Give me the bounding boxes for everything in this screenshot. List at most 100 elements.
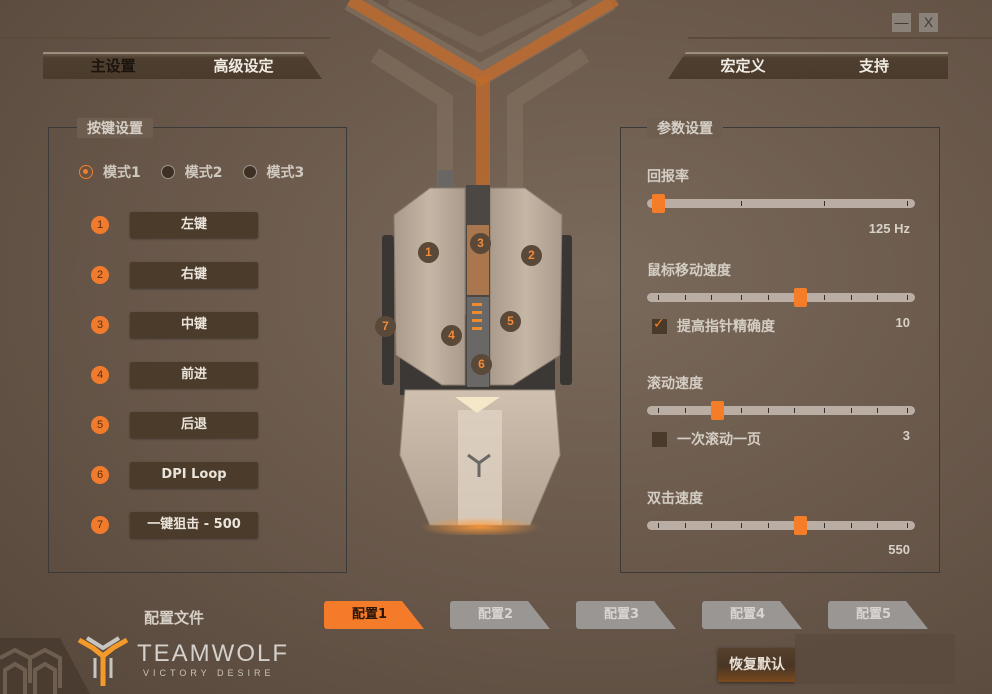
profile-2-tab[interactable]: 配置2 <box>450 601 550 629</box>
mode-3-radio[interactable]: 模式3 <box>242 162 305 182</box>
slider-tick <box>850 408 852 413</box>
key-6-assign-button[interactable]: DPI Loop <box>130 462 258 488</box>
nav-rail-left <box>0 37 330 39</box>
number-badge: 3 <box>91 316 109 334</box>
key-3-assign-button[interactable]: 中键 <box>130 312 258 338</box>
slider-tick <box>823 295 825 300</box>
minimize-button[interactable]: — <box>892 13 911 32</box>
mode-label: 模式2 <box>184 165 223 181</box>
corner-pattern-icon <box>0 638 90 694</box>
profile-3-tab[interactable]: 配置3 <box>576 601 676 629</box>
radio-unchecked-icon <box>242 165 257 179</box>
slider-thumb[interactable] <box>651 194 665 213</box>
checkbox-unchecked-icon <box>652 431 667 447</box>
mode-2-radio[interactable]: 模式2 <box>160 162 223 182</box>
key-row-3: 3 中键 <box>91 312 258 338</box>
radio-checked-icon <box>79 165 93 179</box>
mouse-button-4-marker[interactable]: 4 <box>441 325 462 346</box>
slider-tick <box>823 523 825 528</box>
mouse-button-7-marker[interactable]: 7 <box>375 316 396 337</box>
slider-thumb[interactable] <box>793 516 807 535</box>
slider-tick <box>657 408 659 413</box>
slider-tick <box>740 201 742 206</box>
double-click-slider[interactable] <box>647 516 915 535</box>
slider-tick <box>906 201 908 206</box>
pointer-speed-slider[interactable] <box>647 288 915 307</box>
scroll-speed-label: 滚动速度 <box>647 376 703 392</box>
report-rate-value: 125 Hz <box>868 221 910 236</box>
report-rate-slider[interactable] <box>647 194 915 213</box>
key-settings-panel: 按键设置 模式1 模式2 模式3 1 左键 2 右键 3 中键 <box>48 118 347 573</box>
key-row-7: 7 一键狙击 - 500 <box>91 512 258 538</box>
tab-main-settings[interactable]: 主设置 <box>43 52 183 79</box>
slider-tick <box>684 295 686 300</box>
slider-tick <box>906 523 908 528</box>
nav-rail-right <box>688 37 992 39</box>
mouse-illustration-icon <box>382 170 572 537</box>
slider-tick <box>877 408 879 413</box>
restore-default-button[interactable]: 恢复默认 <box>718 648 796 682</box>
mode-radio-group: 模式1 模式2 模式3 <box>79 162 304 182</box>
slider-tick <box>767 295 769 300</box>
slider-tick <box>823 201 825 206</box>
obscured-region <box>795 634 955 684</box>
number-badge: 6 <box>91 466 109 484</box>
scroll-page-checkbox[interactable]: 一次滚动一页 <box>652 429 761 449</box>
enhance-precision-checkbox[interactable]: 提高指针精确度 <box>652 316 775 336</box>
tab-support[interactable]: 支持 <box>800 52 948 79</box>
slider-tick <box>850 523 852 528</box>
brand-tagline: VICTORY DESIRE <box>143 668 275 678</box>
slider-thumb[interactable] <box>710 401 724 420</box>
slider-tick <box>767 523 769 528</box>
slider-thumb[interactable] <box>793 288 807 307</box>
slider-tick <box>684 408 686 413</box>
parameter-settings-panel: 参数设置 回报率 125 Hz 鼠标移动速度 提高指针精确度 10 滚动速度 一… <box>620 118 940 573</box>
scroll-page-label: 一次滚动一页 <box>677 432 761 448</box>
mouse-button-3-marker[interactable]: 3 <box>470 233 491 254</box>
slider-tick <box>740 523 742 528</box>
double-click-label: 双击速度 <box>647 491 703 507</box>
tab-advanced-settings[interactable]: 高级设定 <box>165 52 322 79</box>
profile-1-tab[interactable]: 配置1 <box>324 601 424 629</box>
key-row-2: 2 右键 <box>91 262 258 288</box>
brand-name: TEAMWOLF <box>137 640 289 667</box>
slider-tick <box>711 523 713 528</box>
key-1-assign-button[interactable]: 左键 <box>130 212 258 238</box>
slider-tick <box>823 408 825 413</box>
mouse-button-2-marker[interactable]: 2 <box>521 245 542 266</box>
mouse-button-5-marker[interactable]: 5 <box>500 311 521 332</box>
slider-tick <box>740 408 742 413</box>
key-row-6: 6 DPI Loop <box>91 462 258 488</box>
scroll-speed-slider[interactable] <box>647 401 915 420</box>
close-button[interactable]: X <box>919 13 938 32</box>
slider-tick <box>740 295 742 300</box>
mouse-diagram: 1 2 3 4 5 6 7 <box>370 165 585 537</box>
number-badge: 1 <box>91 216 109 234</box>
slider-tick <box>684 523 686 528</box>
key-row-4: 4 前进 <box>91 362 258 388</box>
profile-section-label: 配置文件 <box>144 609 205 627</box>
pointer-speed-value: 10 <box>895 315 910 330</box>
number-badge: 7 <box>91 516 109 534</box>
tab-macro[interactable]: 宏定义 <box>668 52 818 79</box>
key-settings-title: 按键设置 <box>77 118 153 138</box>
double-click-value: 550 <box>888 542 910 557</box>
slider-tick <box>906 408 908 413</box>
profile-5-tab[interactable]: 配置5 <box>828 601 928 629</box>
slider-tick <box>657 295 659 300</box>
mode-label: 模式3 <box>266 165 305 181</box>
mouse-button-6-marker[interactable]: 6 <box>471 354 492 375</box>
profile-4-tab[interactable]: 配置4 <box>702 601 802 629</box>
key-5-assign-button[interactable]: 后退 <box>130 412 258 438</box>
slider-tick <box>877 523 879 528</box>
mode-1-radio[interactable]: 模式1 <box>79 162 141 182</box>
key-4-assign-button[interactable]: 前进 <box>130 362 258 388</box>
mouse-button-1-marker[interactable]: 1 <box>418 242 439 263</box>
pointer-speed-label: 鼠标移动速度 <box>647 263 731 279</box>
teamwolf-logo-icon <box>77 636 129 686</box>
checkbox-checked-icon <box>652 316 667 334</box>
key-7-assign-button[interactable]: 一键狙击 - 500 <box>130 512 258 538</box>
key-2-assign-button[interactable]: 右键 <box>130 262 258 288</box>
parameter-settings-title: 参数设置 <box>647 118 723 138</box>
